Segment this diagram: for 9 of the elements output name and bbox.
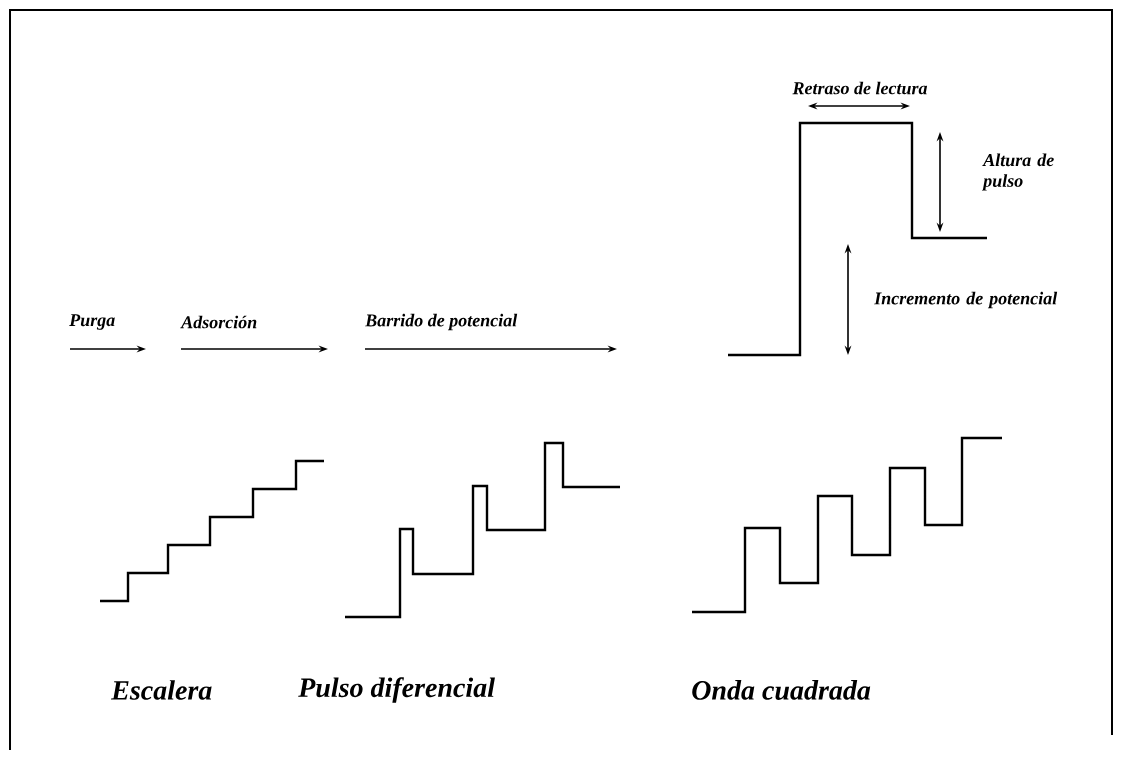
phase-label: Purga [69,314,115,330]
dimension-label: Altura de pulso [981,153,1054,191]
phase-label: Barrido de potencial [365,313,518,331]
dimension-label: Incremento de potencial [874,291,1058,309]
waveform-caption: Onda cuadrada [692,680,871,700]
waveform-caption: Escalera [111,680,212,700]
dimension-label: Retraso de lectura [792,81,928,95]
waveform-caption: Pulso diferencial [298,677,495,703]
phase-label: Adsorción [180,315,257,329]
